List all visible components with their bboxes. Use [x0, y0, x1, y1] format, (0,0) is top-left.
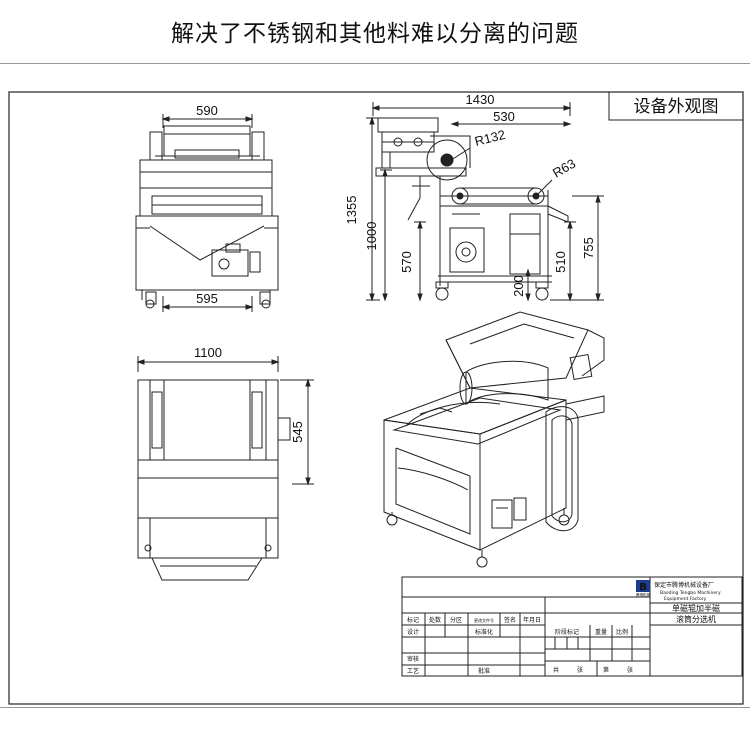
- top-divider: [0, 63, 750, 64]
- col-header-zone: 分区: [450, 616, 462, 624]
- company-name-en-2: Equipment Factory: [664, 596, 707, 602]
- dim-side-510: 510: [553, 251, 568, 273]
- dim-side-570: 570: [399, 251, 414, 273]
- view-title: 设备外观图: [634, 97, 719, 117]
- side-view: 1430 530 R132 R63: [344, 92, 604, 302]
- product-name-line-2: 滚筒分选机: [676, 614, 716, 624]
- dim-top-width: 545: [290, 421, 305, 443]
- stage-mark-label: 阶段标记: [555, 628, 579, 636]
- logo-mark: B: [639, 582, 647, 593]
- top-view: 1100 545: [136, 345, 314, 581]
- dim-radius-small: R63: [550, 156, 578, 181]
- col-header-count: 处数: [429, 616, 441, 624]
- sheet-label-2: 张: [627, 666, 633, 674]
- bottom-divider: [0, 707, 750, 708]
- dim-radius-large: R132: [473, 127, 507, 149]
- ratio-label: 比例: [616, 628, 628, 636]
- title-block: B 腾博机械 保定市腾博机械设备厂 Baoding Tengbo Machine…: [401, 576, 743, 677]
- page-label: 第: [603, 666, 609, 674]
- page-headline: 解决了不锈钢和其他料难以分离的问题: [171, 21, 579, 47]
- row-standardization: 标准化: [475, 628, 493, 636]
- total-label: 共: [553, 666, 559, 674]
- isometric-view: [383, 311, 605, 568]
- product-name-line-1: 单磁辊加半磁: [672, 603, 720, 613]
- company-name-cn: 保定市腾博机械设备厂: [654, 581, 714, 589]
- view-title-box: 设备外观图: [608, 91, 744, 121]
- dim-side-200: 200: [511, 275, 526, 297]
- dim-side-overall-length: 1430: [466, 92, 495, 107]
- company-name-en-1: Baoding Tengbo Machinery: [660, 590, 721, 596]
- front-view: 590 595: [135, 103, 279, 312]
- logo-caption: 腾博机械: [636, 592, 650, 597]
- company-logo: [636, 580, 650, 592]
- row-process: 工艺: [407, 667, 419, 675]
- col-header-change-doc: 更改文件号: [474, 617, 494, 623]
- col-header-date: 年月日: [523, 616, 541, 624]
- dim-side-755: 755: [581, 237, 596, 259]
- weight-label: 重量: [595, 628, 607, 636]
- sheet-label-1: 张: [577, 666, 583, 674]
- col-header-signature: 签名: [504, 616, 516, 624]
- drawing-frame: [8, 91, 744, 705]
- dim-front-bottom-width: 595: [196, 291, 218, 306]
- dim-side-530: 530: [493, 109, 515, 124]
- col-header-mark: 标记: [407, 616, 419, 624]
- dim-side-1000: 1000: [364, 222, 379, 251]
- dim-front-top-width: 590: [196, 103, 218, 118]
- row-approve: 批准: [478, 667, 490, 675]
- row-design: 设计: [407, 628, 419, 636]
- row-review: 审核: [407, 655, 419, 663]
- dim-top-length: 1100: [194, 345, 222, 360]
- dim-side-total-height: 1355: [344, 196, 359, 225]
